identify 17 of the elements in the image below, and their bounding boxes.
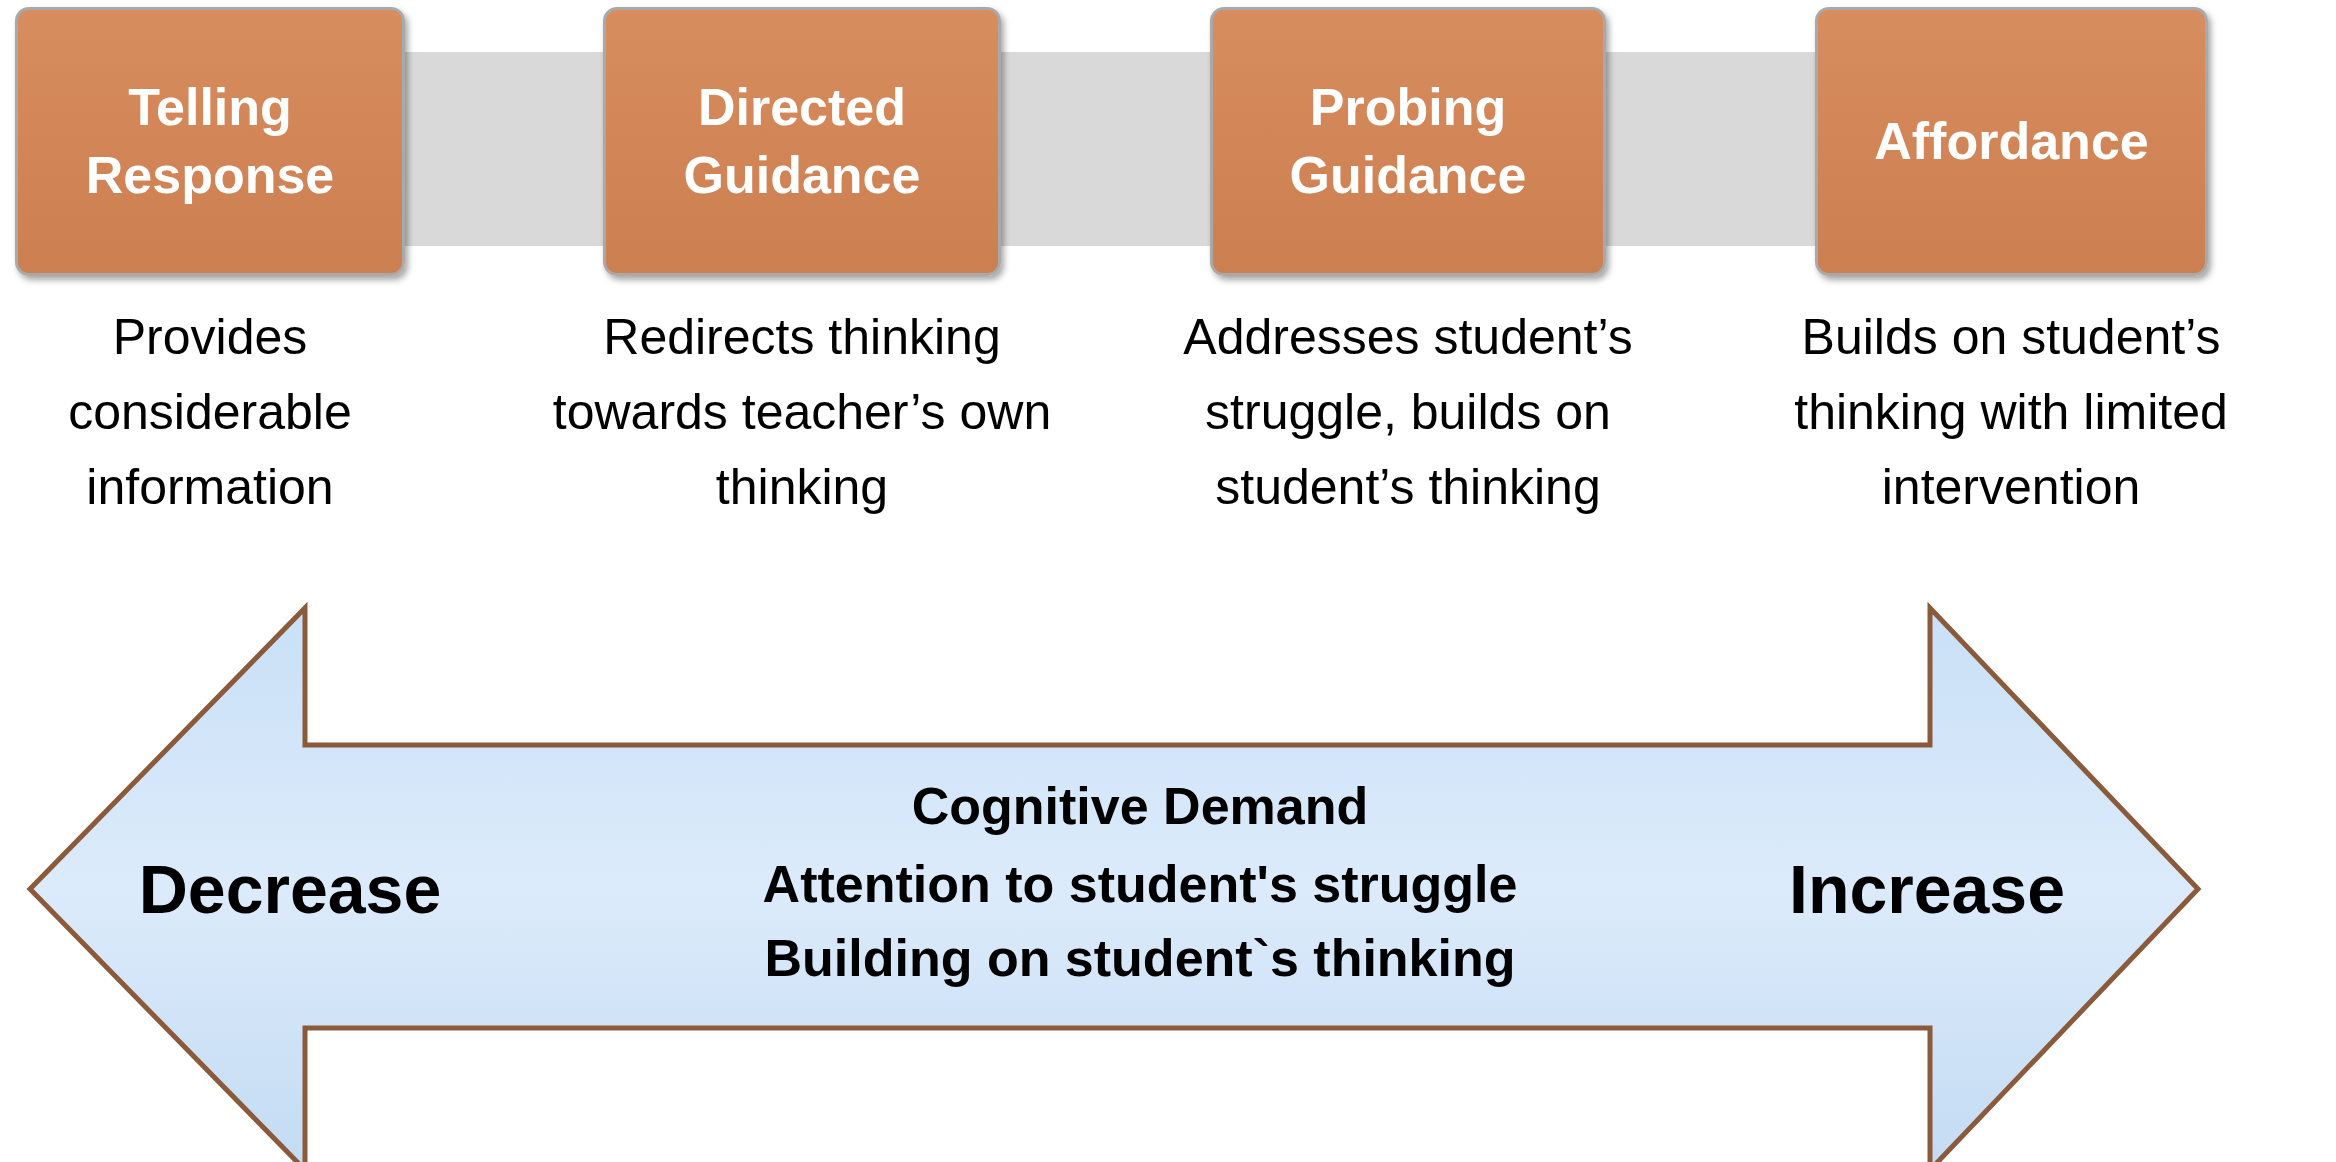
- arrow-caption: Building on student`s thinking: [764, 928, 1516, 988]
- stage-title: Affordance: [1873, 110, 2150, 172]
- decrease-label: Decrease: [138, 850, 442, 928]
- stage-box: [1210, 7, 1606, 276]
- stage-box: [603, 7, 1001, 276]
- stage-description: Redirects thinking towards teacher’s own thinking: [552, 308, 1052, 517]
- stage-description: Addresses student’s struggle, builds on student’s thinking: [1182, 308, 1634, 517]
- stage-description: Builds on student’s thinking with limited intervention: [1793, 308, 2229, 517]
- stage-title: Telling Response: [84, 76, 336, 206]
- arrow-caption: Cognitive Demand: [911, 776, 1369, 836]
- stage-box: [1815, 7, 2208, 276]
- stage-box: [15, 7, 405, 276]
- stage-title: Probing Guidance: [1288, 76, 1528, 206]
- stage-description: Provides considerable information: [67, 308, 353, 517]
- stage-title: Directed Guidance: [682, 76, 922, 206]
- arrow-caption: Attention to student's struggle: [762, 854, 1518, 914]
- increase-label: Increase: [1789, 850, 2065, 928]
